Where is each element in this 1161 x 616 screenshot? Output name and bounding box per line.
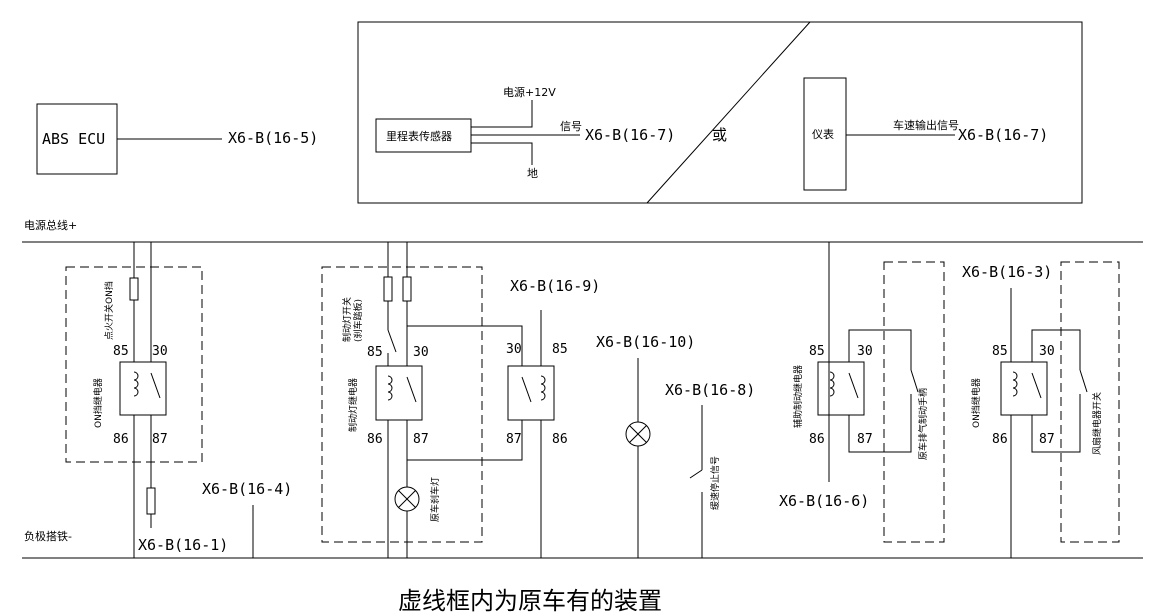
pin-85: 85 bbox=[113, 344, 129, 359]
speed-output-label: 车速输出信号 bbox=[893, 118, 959, 132]
pin-85: 85 bbox=[809, 344, 825, 359]
wire bbox=[848, 329, 912, 370]
pin-30: 30 bbox=[506, 342, 522, 357]
fuse-4 bbox=[402, 276, 412, 302]
power-bus-label: 电源总线+ bbox=[24, 218, 77, 232]
on-relay-2-label: ON挡继电器 bbox=[970, 378, 982, 428]
relay-coil bbox=[387, 375, 393, 401]
ign-on-label: 点火开关ON挡 bbox=[103, 281, 115, 340]
exhaust-brake-label: 原车排气制动手柄 bbox=[917, 388, 929, 460]
ground-wire bbox=[471, 142, 533, 165]
relay-coil bbox=[540, 375, 546, 401]
brake-pedal-label: (刹车踏板) bbox=[352, 299, 364, 342]
brake-signal-relay bbox=[507, 365, 555, 421]
pin-87: 87 bbox=[413, 432, 429, 447]
connector-16-8-label: X6-B(16-8) bbox=[665, 381, 755, 399]
sensor-connector-label: X6-B(16-7) bbox=[585, 126, 675, 144]
pin-30: 30 bbox=[413, 345, 429, 360]
pin-86: 86 bbox=[809, 432, 825, 447]
wire bbox=[1031, 394, 1081, 453]
abs-ecu-label: ABS ECU bbox=[42, 130, 105, 148]
connector-16-6-label: X6-B(16-6) bbox=[779, 492, 869, 510]
on-relay-1 bbox=[119, 361, 167, 416]
on-relay-2 bbox=[1000, 361, 1048, 416]
meter-connector-label: X6-B(16-7) bbox=[958, 126, 1048, 144]
retarder-switch-contact bbox=[689, 469, 703, 479]
pin-87: 87 bbox=[1039, 432, 1055, 447]
pin-87: 87 bbox=[152, 432, 168, 447]
wire bbox=[1031, 329, 1081, 370]
brake-relay-label: 制动灯继电器 bbox=[347, 378, 359, 432]
pin-30: 30 bbox=[1039, 344, 1055, 359]
pin-87: 87 bbox=[857, 432, 873, 447]
wire bbox=[629, 425, 647, 443]
wire bbox=[407, 325, 523, 366]
connector-16-3-label: X6-B(16-3) bbox=[962, 263, 1052, 281]
relay-contact bbox=[848, 372, 859, 399]
exhaust-brake-contact bbox=[910, 369, 919, 393]
connector-16-1-label: X6-B(16-1) bbox=[138, 536, 228, 554]
on-relay-1-label: ON挡继电器 bbox=[92, 378, 104, 428]
power-wire bbox=[471, 100, 533, 128]
relay-coil bbox=[1012, 371, 1018, 397]
relay-contact bbox=[406, 376, 417, 403]
pin-86: 86 bbox=[552, 432, 568, 447]
fan-switch-dashed-box bbox=[1060, 261, 1120, 543]
brake-relay-dashed-box bbox=[321, 266, 483, 543]
brake-relay bbox=[375, 365, 423, 421]
ground-bus-label: 负极搭铁- bbox=[24, 529, 72, 543]
pin-87: 87 bbox=[506, 432, 522, 447]
or-label: 或 bbox=[712, 126, 727, 144]
pin-85: 85 bbox=[552, 342, 568, 357]
pin-85: 85 bbox=[992, 344, 1008, 359]
abs-ecu-connector-label: X6-B(16-5) bbox=[228, 129, 318, 147]
relay-coil bbox=[133, 371, 139, 397]
ground-label: 地 bbox=[527, 167, 538, 180]
power-12v-label: 电源+12V bbox=[503, 85, 556, 99]
connector-16-9-label: X6-B(16-9) bbox=[510, 277, 600, 295]
connector-16-4-label: X6-B(16-4) bbox=[202, 480, 292, 498]
pin-30: 30 bbox=[152, 344, 168, 359]
connector-16-10-label: X6-B(16-10) bbox=[596, 333, 695, 351]
wire bbox=[398, 490, 416, 508]
fan-switch-contact bbox=[1079, 369, 1088, 393]
pin-86: 86 bbox=[113, 432, 129, 447]
fuse-2 bbox=[146, 487, 156, 515]
relay-contact bbox=[1031, 372, 1042, 399]
wire bbox=[848, 394, 912, 453]
diagonal-divider bbox=[646, 21, 811, 204]
orig-brake-lamp-label: 原车刹车灯 bbox=[429, 477, 441, 522]
signal-label: 信号 bbox=[560, 120, 582, 133]
relay-coil bbox=[829, 371, 835, 397]
wire bbox=[407, 420, 523, 461]
fuse-3 bbox=[383, 276, 393, 302]
pin-85: 85 bbox=[367, 345, 383, 360]
fan-switch-label: 风扇继电器开关 bbox=[1091, 392, 1103, 455]
pin-86: 86 bbox=[992, 432, 1008, 447]
relay-contact bbox=[521, 376, 532, 403]
odometer-sensor-label: 里程表传感器 bbox=[386, 129, 452, 143]
meter-box bbox=[803, 77, 847, 191]
brake-switch-label: 制动灯开关 bbox=[341, 297, 353, 342]
speed-signal-frame bbox=[357, 21, 1083, 204]
meter-label: 仪表 bbox=[812, 127, 834, 141]
pin-30: 30 bbox=[857, 344, 873, 359]
fuse-1 bbox=[129, 277, 139, 301]
retarder-stop-label: 缓速停止信号 bbox=[709, 456, 721, 510]
brake-switch-contact bbox=[387, 329, 397, 353]
aux-brake-relay bbox=[817, 361, 865, 416]
relay-contact bbox=[150, 372, 161, 399]
pin-86: 86 bbox=[367, 432, 383, 447]
exhaust-brake-dashed-box bbox=[883, 261, 945, 543]
aux-brake-relay-label: 辅助制动继电器 bbox=[792, 365, 804, 428]
caption: 虚线框内为原车有的装置 bbox=[398, 587, 662, 615]
